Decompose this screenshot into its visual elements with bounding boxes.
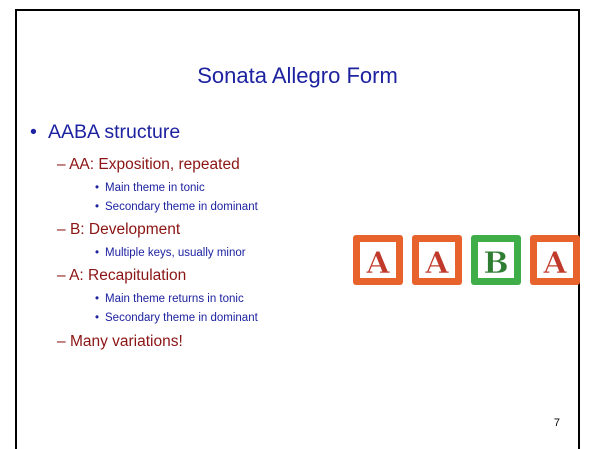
section-recapitulation: – A: Recapitulation: [57, 267, 186, 285]
letter-block-a: A: [353, 235, 403, 285]
main-point-text: AABA structure: [48, 121, 181, 143]
bullet-icon: •: [30, 121, 37, 143]
section-variations: – Many variations!: [57, 333, 183, 351]
block-face: [478, 242, 514, 278]
dash-icon: –: [57, 333, 66, 350]
block-face: [419, 242, 455, 278]
page-number: 7: [553, 417, 560, 429]
slide-title: Sonata Allegro Form: [197, 63, 398, 88]
sub-bullet-item: • Multiple keys, usually minor: [95, 247, 246, 259]
sub-bullet-item: • Main theme in tonic: [95, 182, 205, 194]
sub-bullet-text: Secondary theme in dominant: [105, 312, 258, 324]
bullet-icon: •: [95, 201, 100, 213]
block-face: [360, 242, 396, 278]
bullet-icon: •: [95, 293, 100, 305]
letter-block-b: B: [471, 235, 521, 285]
sub-bullet-text: Main theme in tonic: [105, 182, 205, 194]
sub-bullet-text: Multiple keys, usually minor: [105, 247, 246, 259]
sub-bullet-item: • Main theme returns in tonic: [95, 293, 244, 305]
bullet-icon: •: [95, 247, 100, 259]
block-letter: A: [542, 246, 567, 281]
dash-icon: –: [57, 267, 66, 284]
main-bullet-point: • AABA structure: [30, 121, 180, 144]
sub-bullet-text: Secondary theme in dominant: [105, 201, 258, 213]
block-letter: A: [365, 246, 390, 281]
section-label: AA: Exposition, repeated: [69, 156, 240, 173]
block-face: [537, 242, 573, 278]
dash-icon: –: [57, 156, 66, 173]
bullet-icon: •: [95, 182, 100, 194]
sub-bullet-item: • Secondary theme in dominant: [95, 201, 258, 213]
section-label: B: Development: [69, 221, 181, 238]
section-development: – B: Development: [57, 221, 180, 239]
sub-bullet-text: Main theme returns in tonic: [105, 293, 244, 305]
section-exposition: – AA: Exposition, repeated: [57, 156, 240, 174]
section-label: A: Recapitulation: [69, 267, 187, 284]
bullet-icon: •: [95, 312, 100, 324]
block-letter: A: [424, 246, 449, 281]
section-label: Many variations!: [69, 333, 183, 350]
block-letter: B: [483, 246, 508, 281]
slide: Sonata Allegro Form •AABA structure – AA…: [15, 9, 580, 449]
letter-block-a: A: [412, 235, 462, 285]
letter-block-a: A: [530, 235, 580, 285]
dash-icon: –: [57, 221, 66, 238]
sub-bullet-item: • Secondary theme in dominant: [95, 312, 258, 324]
